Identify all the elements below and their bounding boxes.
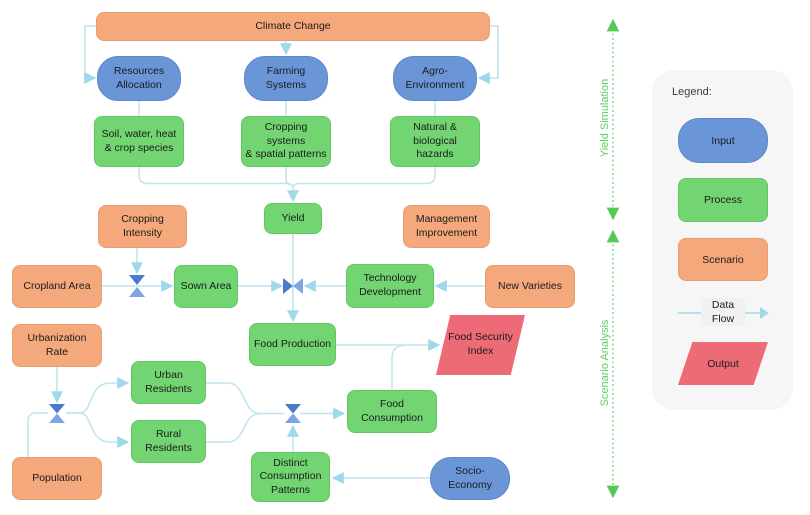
- valve-consumption-bottom-icon: [285, 413, 301, 423]
- legend-panel: Legend: Input Process Scenario Data Flow…: [652, 70, 793, 410]
- node-sown-area: Sown Area: [174, 265, 238, 308]
- valve-food-production-right-icon: [293, 278, 303, 294]
- node-cropping-systems: Cropping systems & spatial patterns: [241, 116, 331, 167]
- node-urbanization-rate: Urbanization Rate: [12, 324, 102, 367]
- connector-cropping-systems-to-merge: [285, 167, 291, 186]
- valve-population-bottom-icon: [49, 413, 65, 423]
- phase-label-yield-simulation: Yield Simulation: [599, 78, 611, 158]
- node-urban-residents: Urban Residents: [131, 361, 206, 404]
- connector-rural-residents-to-valve: [206, 412, 261, 443]
- node-cropping-intensity: Cropping Intensity: [98, 205, 187, 248]
- node-population: Population: [12, 457, 102, 500]
- legend-data-flow-arrowhead-icon: [760, 307, 769, 319]
- legend-process-shape: Process: [678, 178, 768, 222]
- phase-label-scenario-analysis: Scenario Analysis: [599, 319, 611, 407]
- legend-title: Legend:: [672, 86, 712, 98]
- valve-food-production-left-icon: [283, 278, 293, 294]
- connector-hazards-to-merge: [292, 167, 436, 188]
- valve-sown-area-top-icon: [129, 275, 145, 285]
- legend-output-shape: Output: [678, 342, 768, 385]
- node-soil-water-heat: Soil, water, heat & crop species: [94, 116, 184, 167]
- valve-consumption-top-icon: [285, 404, 301, 414]
- connector-population-to-valve: [27, 412, 48, 457]
- connector-valve-to-rural-residents: [66, 412, 130, 448]
- connector-climate-to-resources: [84, 25, 97, 84]
- legend-data-flow-label: Data Flow: [701, 298, 745, 327]
- connector-valve-to-urban-residents: [66, 377, 130, 414]
- node-agro-environment: Agro- Environment: [393, 56, 477, 101]
- node-cropland-area: Cropland Area: [12, 265, 102, 308]
- valve-sown-area-bottom-icon: [129, 287, 145, 297]
- node-resources-allocation: Resources Allocation: [97, 56, 181, 101]
- node-farming-systems: Farming Systems: [244, 56, 328, 101]
- valve-population-top-icon: [49, 404, 65, 414]
- connector-food-consumption-to-index: [391, 344, 405, 390]
- node-natural-hazards: Natural & biological hazards: [390, 116, 480, 167]
- connector-soil-to-merge: [138, 167, 294, 188]
- connector-urban-residents-to-valve: [206, 382, 284, 415]
- node-yield: Yield: [264, 203, 322, 234]
- node-food-consumption: Food Consumption: [347, 390, 437, 433]
- legend-scenario-shape: Scenario: [678, 238, 768, 281]
- legend-input-shape: Input: [678, 118, 768, 163]
- node-management-improvement: Management Improvement: [403, 205, 490, 248]
- node-distinct-consumption-patterns: Distinct Consumption Patterns: [251, 452, 330, 502]
- node-rural-residents: Rural Residents: [131, 420, 206, 463]
- node-socio-economy: Socio-Economy: [430, 457, 510, 500]
- node-food-production: Food Production: [249, 323, 336, 366]
- node-climate-change: Climate Change: [96, 12, 490, 41]
- node-food-security-index: Food Security Index: [436, 315, 525, 375]
- node-technology-development: Technology Development: [346, 264, 434, 308]
- node-new-varieties: New Varieties: [485, 265, 575, 308]
